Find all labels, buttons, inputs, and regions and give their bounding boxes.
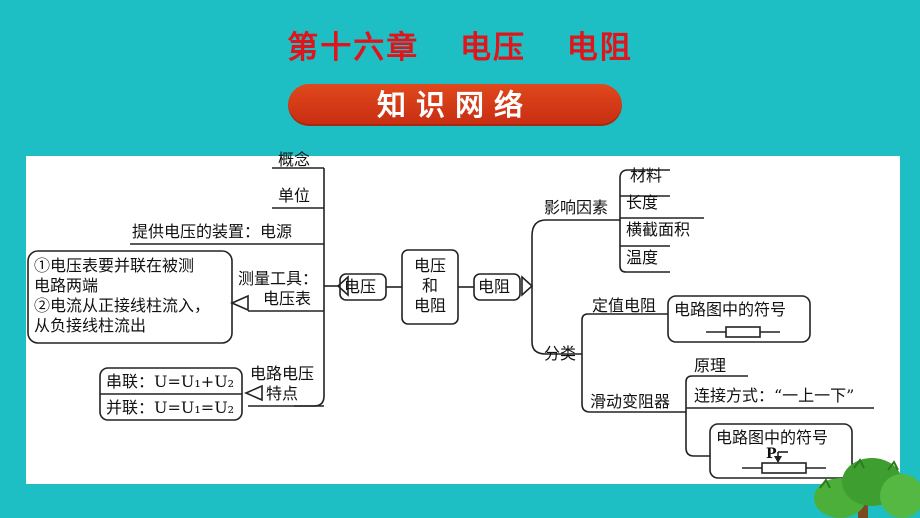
- classify-label: 分类: [544, 344, 577, 363]
- tree-decoration: [814, 458, 920, 518]
- middle-line2: 和: [422, 276, 439, 295]
- tool-label: 测量工具： 电压表: [238, 269, 318, 309]
- tool-note-3: ②电流从正接线柱流入，: [34, 296, 211, 315]
- principle-label: 原理: [694, 356, 727, 375]
- connection-label: 连接方式：“一上一下”: [694, 386, 855, 405]
- page-title: 第十六章 电压 电阻: [0, 22, 920, 67]
- variable-symbol-label: 电路图中的符号: [716, 428, 829, 447]
- chapter-label: 第十六章: [287, 30, 420, 66]
- series-formula: 串联：U=U₁+U₂: [106, 372, 235, 391]
- resistance-node: 电阻: [478, 277, 511, 296]
- title-voltage: 电压: [460, 30, 526, 66]
- middle-node: 电压 和 电阻: [414, 256, 446, 316]
- tool-label-line2: 电压表: [263, 289, 312, 308]
- variable-resistor-label: 滑动变阻器: [590, 392, 671, 411]
- middle-line3: 电阻: [414, 296, 447, 315]
- feature-label: 电路电压 特点: [250, 364, 314, 404]
- tool-note-4: 从负接线柱流出: [34, 316, 147, 335]
- unit-label: 单位: [278, 186, 311, 205]
- fixed-resistor-label: 定值电阻: [592, 296, 657, 315]
- concept-label: 概念: [278, 150, 311, 169]
- factor-length: 长度: [626, 193, 659, 212]
- mind-map-lines: [27, 167, 874, 479]
- tool-note-1: ①电压表要并联在被测: [34, 256, 195, 275]
- factor-area: 横截面积: [626, 220, 691, 239]
- factor-temperature: 温度: [626, 248, 659, 267]
- slider-p-label: P: [766, 446, 777, 462]
- section-banner: 知识网络: [288, 84, 622, 126]
- middle-line1: 电压: [414, 256, 447, 275]
- tool-label-line1: 测量工具：: [238, 269, 319, 288]
- tool-note-box: ①电压表要并联在被测 电路两端 ②电流从正接线柱流入， 从负接线柱流出: [34, 256, 210, 336]
- source-label: 提供电压的装置：电源: [132, 222, 293, 241]
- fixed-symbol-label: 电路图中的符号: [674, 300, 787, 319]
- feature-label-line2: 特点: [266, 384, 299, 403]
- voltage-node: 电压: [344, 277, 377, 296]
- feature-label-line1: 电路电压: [250, 364, 315, 383]
- mind-map-panel: 概念 单位 提供电压的装置：电源 测量工具： 电压表 ①电压表要并联在被测 电路…: [26, 150, 900, 484]
- factors-label: 影响因素: [544, 198, 609, 217]
- tool-note-2: 电路两端: [34, 276, 99, 295]
- parallel-formula: 并联：U=U₁=U₂: [106, 398, 235, 417]
- title-resistance: 电阻: [566, 30, 633, 66]
- factor-material: 材料: [630, 166, 663, 185]
